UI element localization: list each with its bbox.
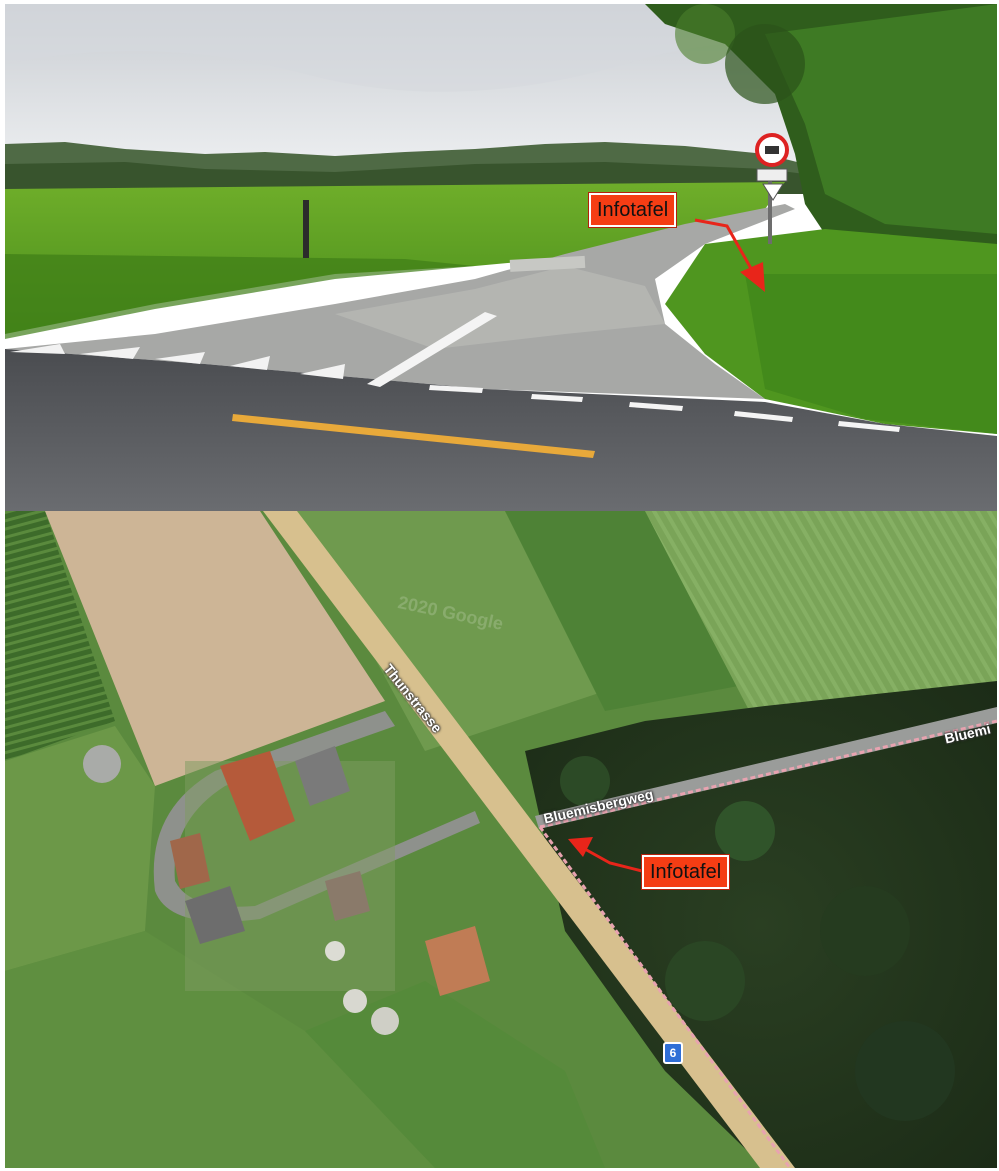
infotafel-callout: Infotafel <box>640 854 731 890</box>
fence-post <box>303 200 309 258</box>
street-view-scene <box>5 4 997 511</box>
green-field-middle <box>295 511 605 751</box>
orchard-rows <box>5 511 115 761</box>
infotafel-callout: Infotafel <box>587 192 678 228</box>
traffic-sign <box>755 133 789 244</box>
satellite-imagery <box>5 511 997 1168</box>
callout-arrow <box>568 837 643 873</box>
give-way-markings <box>10 344 345 379</box>
thunstrasse-road <box>263 511 795 1168</box>
satellite-map[interactable]: 2020 Google Thunstrasse Bluemisbergweg B… <box>5 511 997 1168</box>
stop-line <box>367 312 497 387</box>
street-view-photo: Infotafel <box>5 4 997 511</box>
yellow-center-line <box>232 414 595 458</box>
main-road <box>5 349 997 511</box>
callout-arrow <box>694 218 765 292</box>
green-field-dark <box>505 511 765 711</box>
beige-field <box>45 511 385 786</box>
farm-road <box>5 204 795 399</box>
route-shield-6: 6 <box>663 1042 683 1064</box>
bluemisbergweg-road <box>535 707 997 829</box>
green-field-striped <box>645 511 997 741</box>
dashed-edge-line <box>429 385 900 432</box>
village <box>83 711 490 1035</box>
